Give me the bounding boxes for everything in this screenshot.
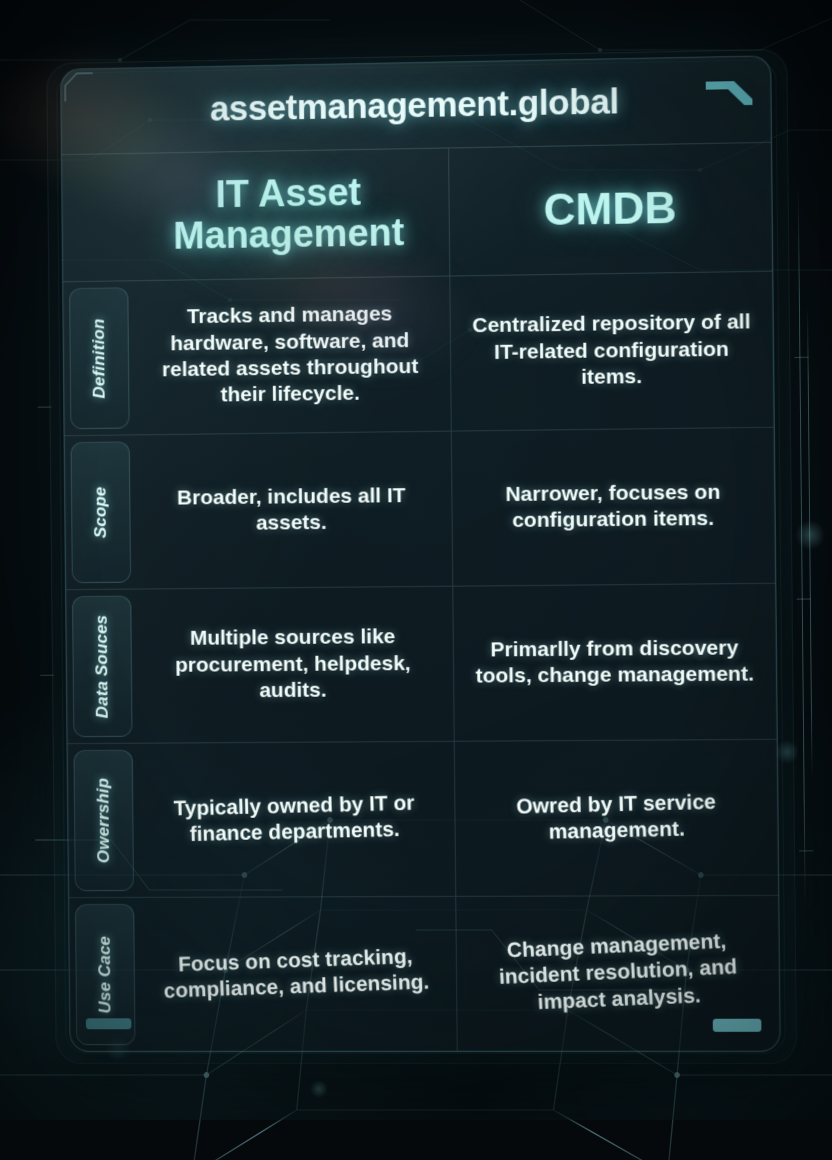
cell-cmdb-ownership: Owred by IT service management.	[453, 740, 778, 896]
row-label-tab-ownership[interactable]: Owerrship	[73, 750, 134, 891]
right-edge-tick	[794, 357, 808, 358]
row-label-text: Data Souces	[92, 615, 113, 719]
right-edge-tick	[799, 850, 813, 851]
cell-text: Tracks and manages hardware, software, a…	[146, 301, 434, 410]
cell-text: Centralized repository of all IT-related…	[466, 309, 757, 393]
column-header-cmdb-label: CMDB	[543, 185, 676, 234]
corner-bracket-top-right-icon	[700, 65, 763, 110]
cell-text: Change management, incident resolution, …	[471, 927, 765, 1019]
right-edge-tick	[797, 599, 811, 600]
comparison-panel-wrapper: assetmanagement.global IT Asset Manageme…	[60, 55, 781, 1052]
corner-bracket-bottom-right-icon	[709, 1011, 768, 1041]
table-header-row: IT Asset Management CMDB	[62, 143, 772, 282]
cell-itam-scope: Broader, includes all IT assets.	[132, 432, 452, 589]
row-label-tab-use-case[interactable]: Use Cace	[75, 904, 136, 1045]
table-row: Scope Broader, includes all IT assets. N…	[65, 428, 776, 590]
row-label-gutter: Use Cace	[69, 898, 138, 1051]
column-header-itam: IT Asset Management	[129, 148, 449, 280]
cell-itam-definition: Tracks and manages hardware, software, a…	[130, 277, 450, 435]
cell-itam-ownership: Typically owned by IT or finance departm…	[135, 742, 455, 897]
background-scene: assetmanagement.global IT Asset Manageme…	[0, 0, 832, 1120]
left-edge-tick	[38, 407, 52, 408]
column-header-itam-label: IT Asset Management	[143, 172, 435, 258]
row-label-tab-definition[interactable]: Definition	[69, 287, 130, 429]
row-label-text: Use Cace	[95, 936, 115, 1014]
table-row: Data Souces Multiple sources like procur…	[66, 584, 777, 744]
row-label-text: Owerrship	[93, 778, 114, 863]
table-row: Owerrship Typically owned by IT or finan…	[67, 740, 778, 898]
cell-text: Multiple sources like procurement, helpd…	[149, 624, 437, 705]
row-label-tab-scope[interactable]: Scope	[71, 441, 132, 583]
header-gutter	[62, 154, 130, 281]
cell-text: Focus on cost tracking, compliance, and …	[152, 943, 441, 1006]
row-label-gutter: Data Souces	[66, 590, 135, 744]
row-label-gutter: Owerrship	[67, 744, 136, 897]
table-row: Use Cace Focus on cost tracking, complia…	[69, 896, 780, 1051]
row-label-gutter: Scope	[65, 435, 134, 589]
cell-cmdb-data-sources: Primarlly from discovery tools, change m…	[452, 584, 777, 741]
column-header-cmdb: CMDB	[448, 143, 773, 276]
cell-text: Primarlly from discovery tools, change m…	[469, 635, 760, 690]
cell-text: Narrower, focuses on configuration items…	[468, 479, 759, 535]
row-label-gutter: Definition	[63, 281, 132, 435]
table-row: Definition Tracks and manages hardware, …	[63, 272, 774, 437]
cell-cmdb-scope: Narrower, focuses on configuration items…	[450, 428, 775, 586]
row-label-tab-data-sources[interactable]: Data Souces	[72, 596, 133, 738]
left-edge-tick	[40, 675, 54, 676]
cell-text: Owred by IT service management.	[470, 788, 762, 848]
cell-cmdb-definition: Centralized repository of all IT-related…	[449, 272, 774, 431]
cell-itam-data-sources: Multiple sources like procurement, helpd…	[133, 587, 453, 743]
cell-text: Typically owned by IT or finance departm…	[150, 790, 438, 850]
cell-itam-use-case: Focus on cost tracking, compliance, and …	[136, 897, 456, 1051]
row-label-text: Scope	[91, 486, 111, 538]
cell-text: Broader, includes all IT assets.	[148, 482, 435, 538]
cell-cmdb-use-case: Change management, incident resolution, …	[455, 896, 780, 1051]
comparison-panel: assetmanagement.global IT Asset Manageme…	[60, 55, 781, 1052]
panel-title-bar: assetmanagement.global	[61, 56, 771, 155]
panel-content: assetmanagement.global IT Asset Manageme…	[61, 56, 780, 1051]
row-label-text: Definition	[89, 318, 109, 398]
table-body: Definition Tracks and manages hardware, …	[63, 272, 780, 1051]
